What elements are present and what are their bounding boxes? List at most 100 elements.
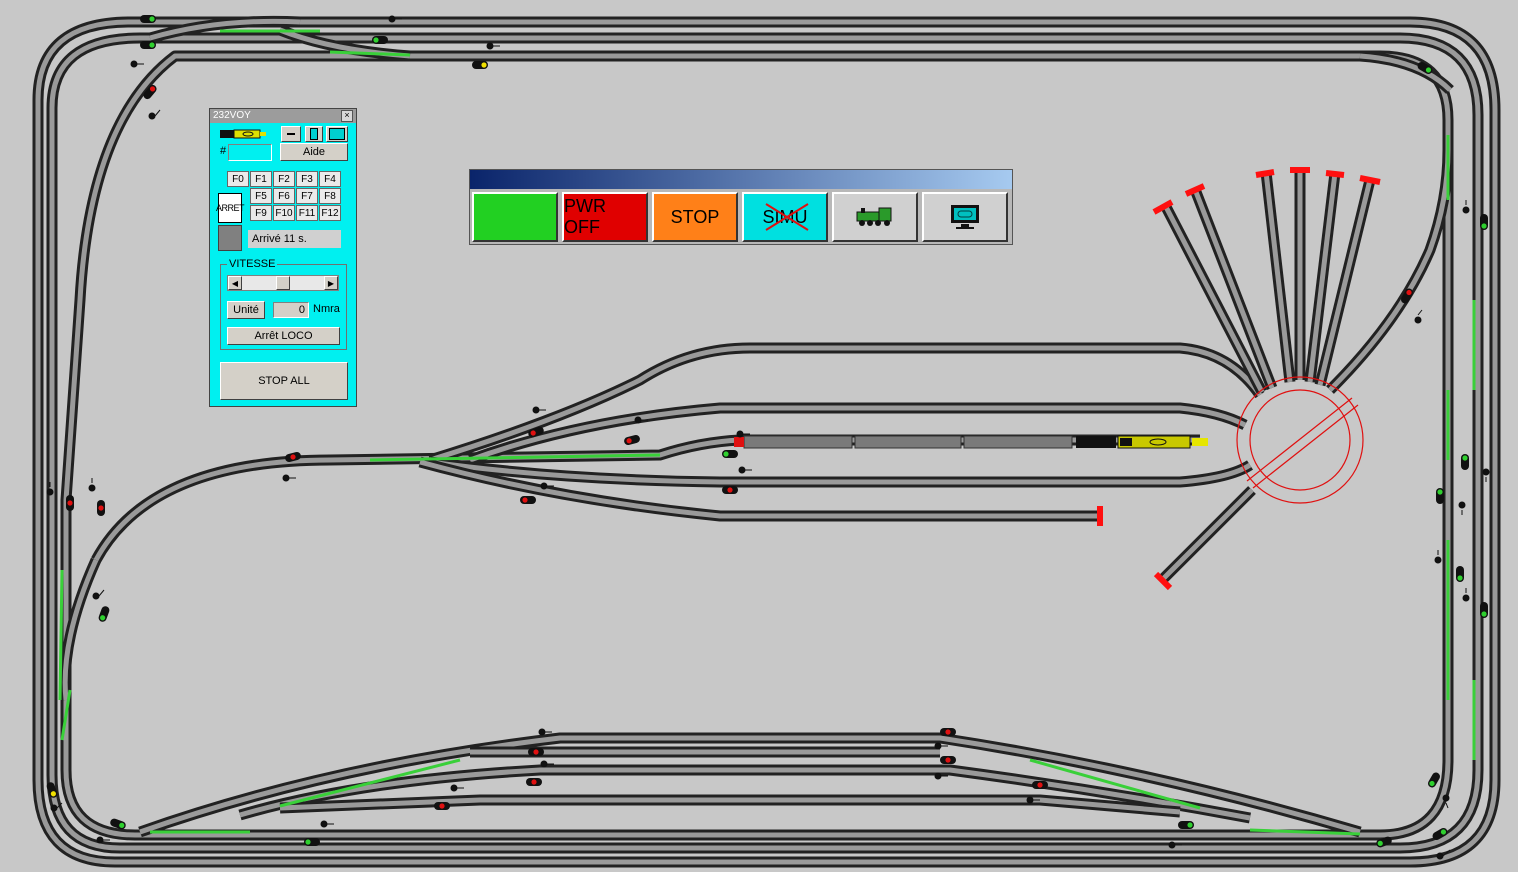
stop-all-button[interactable]: STOP ALL xyxy=(220,362,348,400)
function-button-f1[interactable]: F1 xyxy=(250,171,272,187)
power-off-button[interactable]: PWR OFF xyxy=(562,192,648,242)
close-button[interactable]: × xyxy=(341,110,353,122)
steam-locomotive-icon xyxy=(856,207,892,226)
track-network[interactable] xyxy=(32,15,1501,868)
signal-red xyxy=(528,748,544,756)
function-button-f7[interactable]: F7 xyxy=(296,188,318,204)
unit-label: Unité xyxy=(233,304,259,316)
signal-yellow xyxy=(46,782,58,798)
signal-green xyxy=(722,450,738,458)
signal-green xyxy=(1436,488,1444,504)
signal-green xyxy=(140,15,156,23)
buffer-stops xyxy=(1097,167,1381,591)
function-button-f11[interactable]: F11 xyxy=(296,205,318,221)
throttle-title: 232VOY xyxy=(213,110,251,121)
help-label: Aide xyxy=(302,146,326,158)
loco-stop-button[interactable]: Arrêt LOCO xyxy=(227,327,340,345)
status-field: Arrivé 11 s. xyxy=(248,230,341,248)
simulation-button[interactable]: SIMU xyxy=(742,192,828,242)
signal-red xyxy=(940,756,956,764)
speed-value: 0 xyxy=(298,304,305,316)
direction-markers xyxy=(46,15,1490,860)
function-button-f0[interactable]: F0 xyxy=(227,171,249,187)
signal-red xyxy=(1401,288,1413,304)
signal-green xyxy=(1417,62,1433,74)
signal-green xyxy=(1432,828,1448,840)
speed-decrease-button[interactable]: ◀ xyxy=(228,276,242,290)
signal-red xyxy=(434,802,450,810)
signal-red xyxy=(66,495,74,511)
signal-green xyxy=(140,41,156,49)
locomotive-list-button[interactable] xyxy=(832,192,918,242)
function-button-f4[interactable]: F4 xyxy=(319,171,341,187)
signal-green xyxy=(98,606,110,622)
stop-all-label: STOP ALL xyxy=(258,375,310,387)
signal-red xyxy=(143,84,157,100)
power-off-label: PWR OFF xyxy=(564,196,606,237)
train-car xyxy=(963,435,1073,449)
stop-button[interactable]: STOP xyxy=(652,192,738,242)
signals[interactable] xyxy=(46,15,1488,848)
signal-red xyxy=(528,426,544,438)
signal-red xyxy=(624,434,640,446)
function-button-f12[interactable]: F12 xyxy=(319,205,341,221)
stop-sign-icon[interactable]: ARRET xyxy=(216,193,245,223)
turntable[interactable] xyxy=(1236,376,1364,504)
speed-slider-thumb[interactable] xyxy=(276,276,290,290)
throttle-window: 232VOY × # Aide F0 F1 F2 F3 F4 F5 F6 F7 … xyxy=(209,108,357,407)
track-power-on-button[interactable] xyxy=(472,192,558,242)
speed-group: VITESSE ◀ ▶ Unité 0 Nmra Arrêt LOCO xyxy=(220,258,347,350)
loco-stop-label: Arrêt LOCO xyxy=(254,330,313,342)
signal-green xyxy=(1461,454,1469,470)
display-button[interactable] xyxy=(922,192,1008,242)
signal-red xyxy=(285,451,301,463)
view-medium-button[interactable] xyxy=(305,126,323,142)
function-button-f3[interactable]: F3 xyxy=(296,171,318,187)
view-small-button[interactable] xyxy=(281,126,301,142)
stop-sign-label: ARRET xyxy=(216,203,245,213)
signal-yellow xyxy=(472,61,488,69)
speed-increase-button[interactable]: ▶ xyxy=(324,276,338,290)
speed-group-label: VITESSE xyxy=(227,258,278,270)
signal-green xyxy=(304,838,320,846)
function-button-f8[interactable]: F8 xyxy=(319,188,341,204)
signal-red xyxy=(526,778,542,786)
signal-red xyxy=(520,496,536,504)
monitor-icon xyxy=(951,205,979,229)
address-input[interactable] xyxy=(228,144,272,161)
function-button-f10[interactable]: F10 xyxy=(273,205,295,221)
function-button-f5[interactable]: F5 xyxy=(250,188,272,204)
signal-green xyxy=(110,818,126,830)
status-text: Arrivé 11 s. xyxy=(252,233,307,245)
function-button-f2[interactable]: F2 xyxy=(273,171,295,187)
throttle-titlebar[interactable]: 232VOY × xyxy=(210,109,356,123)
function-button-f6[interactable]: F6 xyxy=(273,188,295,204)
direction-indicator[interactable] xyxy=(218,225,242,251)
help-button[interactable]: Aide xyxy=(280,143,348,161)
view-large-button[interactable] xyxy=(326,126,348,142)
signal-green xyxy=(1178,821,1194,829)
unit-button[interactable]: Unité xyxy=(227,301,265,319)
signal-green xyxy=(1480,214,1488,230)
signal-green xyxy=(1480,602,1488,618)
close-icon: × xyxy=(344,110,350,120)
train-car xyxy=(743,435,853,449)
train-car xyxy=(854,435,962,449)
signal-green xyxy=(1456,566,1464,582)
train[interactable] xyxy=(734,435,1208,449)
stop-label: STOP xyxy=(670,206,720,227)
address-hash-label: # xyxy=(220,145,227,157)
signal-red xyxy=(722,486,738,494)
locomotive-tender xyxy=(1076,436,1116,448)
function-button-f9[interactable]: F9 xyxy=(250,205,272,221)
signal-red xyxy=(940,728,956,736)
locomotive-body xyxy=(1117,435,1191,449)
locomotive-thumbnail-icon xyxy=(220,129,266,139)
toolbar-titlebar[interactable] xyxy=(470,170,1012,189)
disabled-cross-icon xyxy=(765,203,809,231)
signal-green xyxy=(372,36,388,44)
signal-green xyxy=(1376,836,1392,848)
active-sections xyxy=(58,29,1476,836)
speed-slider[interactable]: ◀ ▶ xyxy=(227,275,339,291)
